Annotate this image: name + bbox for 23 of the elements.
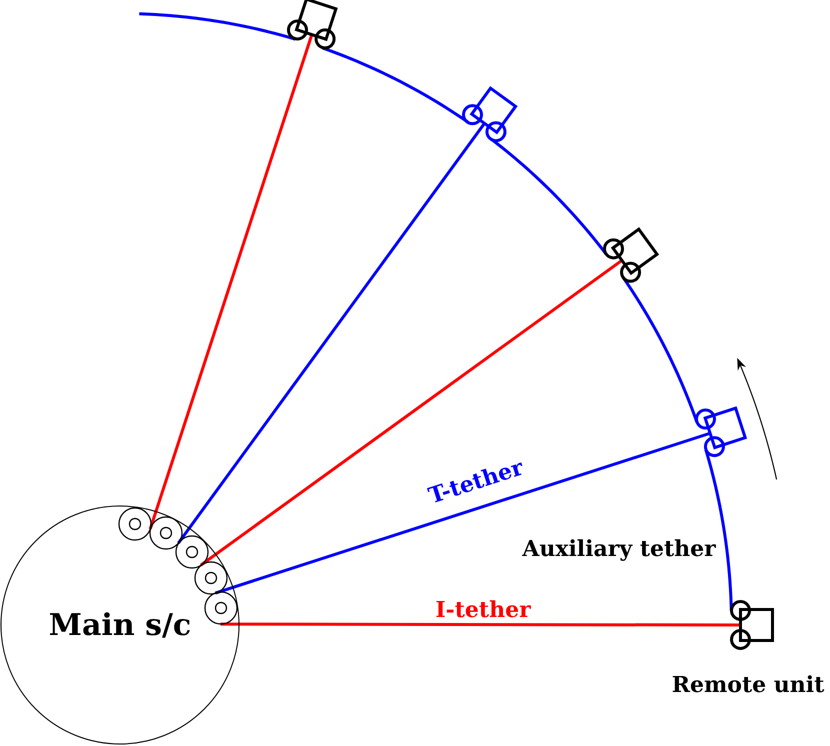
node-caption: Remote unit: [672, 673, 824, 698]
spacecraft-circle: [0, 505, 240, 745]
pulley-drawing: [174, 534, 209, 569]
remote-unit-drawing: [730, 600, 775, 650]
remote-unit-drawing: [287, 0, 339, 50]
pulley-drawing: [148, 516, 183, 550]
pulley-drawing: [194, 560, 228, 595]
tether-line: [214, 432, 711, 594]
remote-unit-drawing: [695, 406, 748, 458]
tether-arc: [704, 449, 733, 611]
tether-line: [177, 122, 486, 544]
tether-arc: [139, 12, 296, 41]
tether-arc: [322, 46, 469, 124]
pulley-drawing: [118, 506, 152, 541]
tether-line: [148, 34, 314, 530]
pulley-drawing: [204, 591, 238, 626]
remote-unit-drawing: [602, 226, 660, 282]
tether-line: [220, 622, 740, 626]
remote-unit-drawing: [462, 86, 518, 142]
node-label: Main s/c: [48, 608, 192, 642]
tether-arc: [622, 276, 698, 423]
edge-label: Auxiliary tether: [520, 536, 718, 562]
tether-line: [200, 259, 623, 566]
